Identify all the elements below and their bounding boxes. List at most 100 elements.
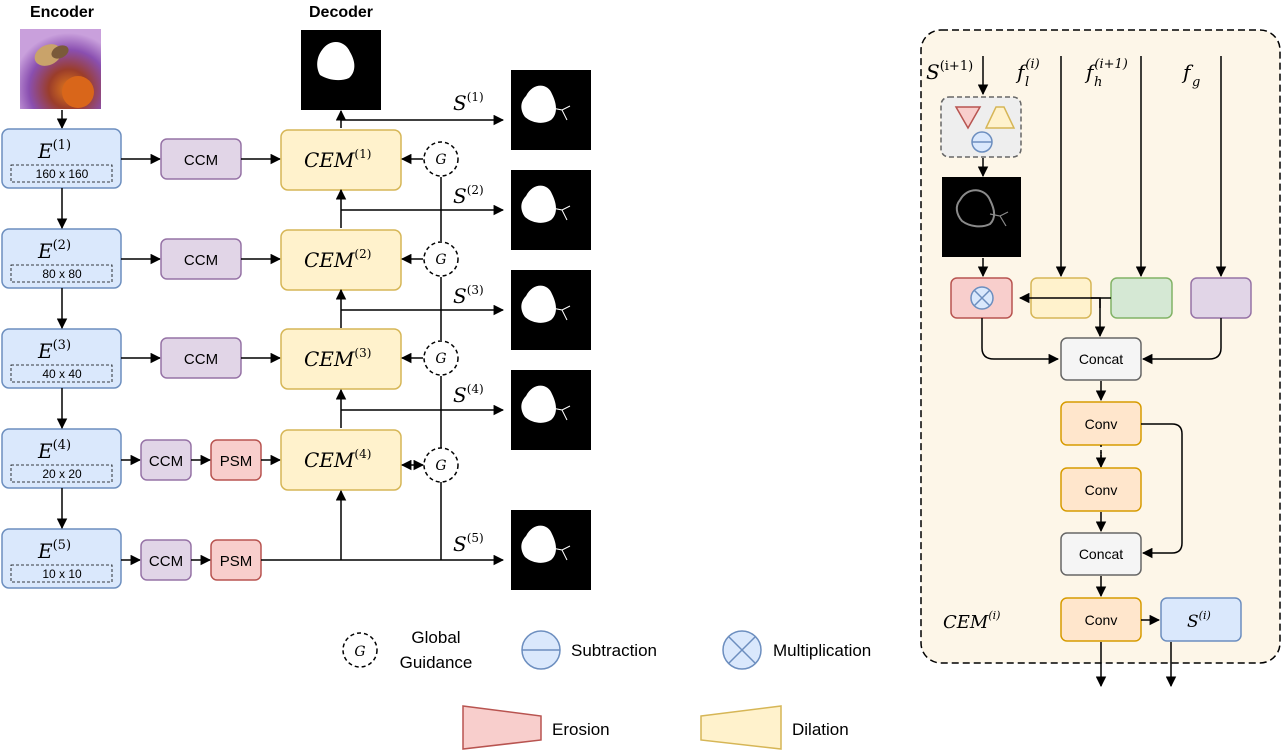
conv-block-3: Conv xyxy=(1060,597,1142,642)
output-mask-4 xyxy=(511,370,591,450)
svg-text:S(i+1): S(i+1) xyxy=(926,59,973,84)
concat-label: Concat xyxy=(1079,546,1123,562)
ccm-block-4: CCM xyxy=(140,439,192,481)
decoder-header: Decoder xyxy=(309,4,373,21)
g-symbol: G xyxy=(435,458,446,474)
concat-block-2: Concat xyxy=(1060,532,1142,576)
boundary-map xyxy=(942,177,1021,257)
global-guidance-node-4: G xyxy=(423,447,459,483)
ccm-label: CCM xyxy=(149,553,183,570)
cem-label: CEM(1) xyxy=(304,147,371,172)
ccm-block-3: CCM xyxy=(160,337,242,379)
g-symbol: G xyxy=(435,252,446,268)
cem-label: CEM(4) xyxy=(304,447,371,472)
cem-block-2: CEM(2) xyxy=(280,229,402,291)
psm-block-5: PSM xyxy=(210,539,262,581)
encoder-block-3: E(3) 40 x 40 xyxy=(1,328,122,389)
ccm-label: CCM xyxy=(184,351,218,368)
ccm-block-2: CCM xyxy=(160,238,242,280)
encoder-label: E(4) xyxy=(37,438,71,463)
svg-text:l: l xyxy=(1025,75,1029,90)
encoder-size: 160 x 160 xyxy=(36,167,89,181)
ccm-label: CCM xyxy=(184,152,218,169)
legend-dilation: Dilation xyxy=(700,705,849,750)
conv-block-1: Conv xyxy=(1060,401,1142,446)
detail-output-s: S(i) xyxy=(1160,597,1242,642)
encoder-block-2: E(2) 80 x 80 xyxy=(1,228,122,289)
legend-global-guidance: G Global Guidance xyxy=(342,628,473,672)
global-guidance-node-3: G xyxy=(423,340,459,376)
encoder-size: 20 x 20 xyxy=(42,467,82,481)
conv-label: Conv xyxy=(1085,612,1118,628)
subtraction-icon xyxy=(971,131,993,153)
legend-guidance-text: Guidance xyxy=(400,653,473,672)
encoder-block-4: E(4) 20 x 20 xyxy=(1,428,122,489)
cem-label: CEM(3) xyxy=(304,346,371,371)
svg-text:g: g xyxy=(1192,75,1200,90)
encoder-block-5: E(5) 10 x 10 xyxy=(1,528,122,589)
conv-block-2: Conv xyxy=(1060,467,1142,512)
ccm-block-1: CCM xyxy=(160,138,242,180)
cem-block-4: CEM(4) xyxy=(280,429,402,491)
legend-g-symbol: G xyxy=(354,644,365,660)
conv-label: Conv xyxy=(1085,482,1118,498)
cem-block-1: CEM(1) xyxy=(280,129,402,191)
ccm-label: CCM xyxy=(149,453,183,470)
encoder-size: 10 x 10 xyxy=(42,567,82,581)
encoder-label: E(3) xyxy=(37,338,71,363)
fh-feature-box xyxy=(1110,277,1173,319)
conv-label: Conv xyxy=(1085,416,1118,432)
detail-cem-label: CEM(i) xyxy=(943,609,1000,633)
legend-erosion: Erosion xyxy=(462,705,610,750)
legend-global-text: Global xyxy=(411,628,460,647)
cem-block-3: CEM(3) xyxy=(280,328,402,390)
encoder-size: 40 x 40 xyxy=(42,367,82,381)
output-label-1: S(1) xyxy=(453,90,484,115)
ops-box xyxy=(940,96,1022,158)
cem-label: CEM(2) xyxy=(304,247,371,272)
dilation-icon xyxy=(984,106,1016,129)
global-guidance-node-1: G xyxy=(423,141,459,177)
g-symbol: G xyxy=(435,351,446,367)
output-label-4: S(4) xyxy=(453,382,484,407)
legend-multiplication: Multiplication xyxy=(722,630,871,670)
output-label-5: S(5) xyxy=(453,531,484,556)
fg-feature-box xyxy=(1190,277,1252,319)
output-mask-5 xyxy=(511,510,591,590)
concat-block-1: Concat xyxy=(1060,337,1142,381)
global-guidance-node-2: G xyxy=(423,241,459,277)
svg-text:S(i): S(i) xyxy=(1187,609,1211,632)
decoder-mask xyxy=(301,30,381,110)
output-label-3: S(3) xyxy=(453,283,484,308)
erosion-icon xyxy=(954,106,982,130)
encoder-block-1: E(1) 160 x 160 xyxy=(1,128,122,189)
svg-text:h: h xyxy=(1094,75,1102,90)
detail-input-s: S(i+1) xyxy=(926,59,973,84)
detail-input-fh: f(i+1) h xyxy=(1084,57,1128,90)
ccm-label: CCM xyxy=(184,252,218,269)
legend-erosion-text: Erosion xyxy=(552,720,610,739)
psm-label: PSM xyxy=(220,453,253,470)
detail-input-fl: f(i) l xyxy=(1015,57,1040,90)
svg-text:f(i+1): f(i+1) xyxy=(1084,57,1128,84)
g-symbol: G xyxy=(435,152,446,168)
legend-subtraction-text: Subtraction xyxy=(571,641,657,660)
legend-dilation-text: Dilation xyxy=(792,720,849,739)
multiplication-node xyxy=(950,277,1013,319)
output-mask-2 xyxy=(511,170,591,250)
encoder-label: E(5) xyxy=(37,538,71,563)
encoder-size: 80 x 80 xyxy=(42,267,82,281)
output-mask-3 xyxy=(511,270,591,350)
input-image xyxy=(20,29,101,109)
legend-subtraction: Subtraction xyxy=(521,630,657,670)
psm-block-4: PSM xyxy=(210,439,262,481)
psm-label: PSM xyxy=(220,553,253,570)
ccm-block-5: CCM xyxy=(140,539,192,581)
encoder-header: Encoder xyxy=(30,4,94,21)
concat-label: Concat xyxy=(1079,351,1123,367)
encoder-label: E(1) xyxy=(37,138,71,163)
output-mask-1 xyxy=(511,70,591,150)
legend-multiplication-text: Multiplication xyxy=(773,641,871,660)
encoder-label: E(2) xyxy=(37,238,71,263)
output-label-2: S(2) xyxy=(453,183,484,208)
